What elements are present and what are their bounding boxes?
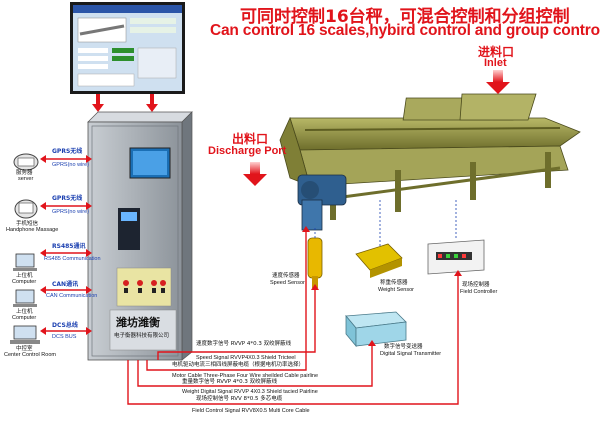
discharge-label-en: Discharge Port xyxy=(208,145,287,157)
conn-label-cn-4: DCS总线 xyxy=(52,322,78,329)
field-controller-label-cn: 现场控制器 xyxy=(462,282,490,288)
cable-label-en-3: Field Control Signal RVV8X0.5 Multi Core… xyxy=(192,408,310,414)
inlet-arrow-icon xyxy=(486,82,510,94)
cable-label-cn-2: 重量数字信号 RVVP 4*0.3 双绞屏蔽线 xyxy=(182,379,278,385)
device-label-cn-1: 手机短信 xyxy=(16,221,39,227)
cable-lines xyxy=(127,232,459,405)
control-room-icon xyxy=(10,325,40,344)
device-label-cn-0: 服务器 xyxy=(16,170,33,176)
computer-icon-1 xyxy=(13,253,37,271)
belt-conveyor xyxy=(279,93,581,220)
weight-sensor-label-cn: 称重传感器 xyxy=(380,280,408,286)
control-cabinet xyxy=(87,111,193,361)
transmitter-label-cn: 数字信号变送器 xyxy=(384,344,423,350)
conn-label-cn-3: CAN通讯 xyxy=(52,281,79,288)
device-label-cn-2: 上位机 xyxy=(16,273,33,279)
motor xyxy=(297,174,347,231)
cable-label-en-0: Speed Signal RVVP4X0.3 Shield Tricteel xyxy=(196,355,296,361)
hmi-screen xyxy=(70,2,185,94)
device-label-cn-4: 中控室 xyxy=(16,346,33,352)
transmitter-label-en: Digital Signal Transmitter xyxy=(380,351,442,357)
discharge-label-cn: 出料口 xyxy=(232,132,269,146)
speed-sensor-label-cn: 速度传感器 xyxy=(272,273,300,279)
conn-label-en-2: RS485 Communication xyxy=(44,256,101,262)
cable-label-cn-3: 现场控制信号 RVV 8*0.5 多芯电缆 xyxy=(196,396,283,402)
conn-label-cn-1: GPRS无线 xyxy=(52,195,83,202)
device-label-cn-3: 上位机 xyxy=(16,309,33,315)
speed-sensor-label-en: Speed Sensor xyxy=(270,280,305,286)
conn-label-cn-2: RS485通讯 xyxy=(52,243,86,250)
conn-label-cn-0: GPRS无线 xyxy=(52,148,83,155)
inlet-label-cn: 进料口 xyxy=(478,45,515,59)
transmitter-icon xyxy=(345,311,407,348)
computer-icon-2 xyxy=(13,289,37,307)
cable-label-cn-1: 电机驱动电流三相四线屏蔽电缆（根据电机功率选择） xyxy=(172,362,305,368)
device-label-en-2: Computer xyxy=(12,279,37,285)
headline-en: Can control 16 scales,hybird control and… xyxy=(210,22,600,39)
speed-sensor-icon xyxy=(307,237,323,288)
screen-arrow-right xyxy=(146,94,158,112)
device-label-en-0: server xyxy=(18,176,34,182)
device-label-en-3: Computer xyxy=(12,315,37,321)
left-connections xyxy=(46,158,86,332)
field-controller-icon xyxy=(427,239,485,275)
screen-arrow-left xyxy=(92,94,104,112)
device-label-en-1: Handphone Massage xyxy=(6,227,59,233)
discharge-arrow-icon xyxy=(243,174,267,186)
cable-label-en-2: Weight Digital Signal RVVP 4X0.3 Shield … xyxy=(182,389,318,395)
conn-label-en-0: GPRS(no wire) xyxy=(52,162,89,168)
signal-links xyxy=(314,200,457,246)
server-icon xyxy=(13,153,39,171)
conn-label-en-1: GPRS(no wire) xyxy=(52,209,89,215)
inlet-label-en: Inlet xyxy=(484,57,507,69)
cabinet-brand: 潍坊潍衡 xyxy=(116,316,160,329)
headline-cn: 可同时控制16台秤，可混合控制和分组控制 xyxy=(240,7,570,27)
device-label-en-4: Center Control Room xyxy=(4,352,56,358)
weight-sensor-icon xyxy=(355,243,403,278)
weight-sensor-label-en: Weight Sensor xyxy=(378,287,414,293)
field-controller-label-en: Field Controller xyxy=(460,289,498,295)
cabinet-subtitle: 电子衡器科技有限公司 xyxy=(114,333,170,339)
conn-label-en-3: CAN Communication xyxy=(46,293,98,299)
cable-label-en-1: Motor Cable Three-Phase Four Wire sheild… xyxy=(172,373,319,379)
handphone-icon xyxy=(14,199,38,219)
conn-label-en-4: DCS BUS xyxy=(52,334,77,340)
cable-label-cn-0: 速度数字信号 RVVP 4*0.3 双绞屏蔽线 xyxy=(196,341,292,347)
